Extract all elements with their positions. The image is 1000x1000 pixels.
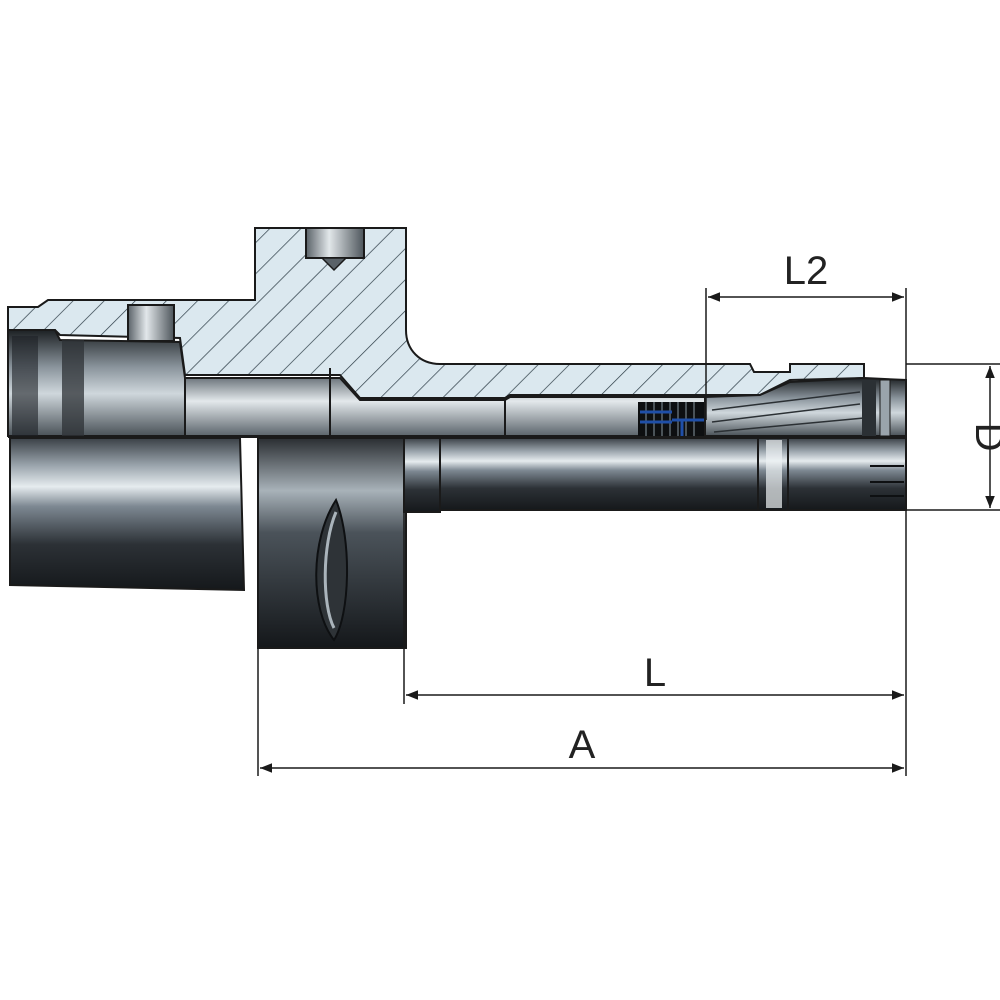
label-a: A bbox=[569, 723, 596, 767]
label-d: D bbox=[967, 423, 1000, 452]
extension-shank bbox=[439, 437, 759, 511]
drive-slot bbox=[315, 497, 349, 642]
dimension-a: A bbox=[257, 648, 904, 776]
label-l: L bbox=[644, 651, 666, 695]
dimension-l: L bbox=[403, 512, 904, 704]
taper-shank bbox=[9, 437, 246, 592]
section-view bbox=[7, 227, 907, 437]
dimension-d: D bbox=[906, 363, 1000, 511]
label-l2: L2 bbox=[784, 249, 829, 293]
set-screw bbox=[638, 402, 706, 436]
dimension-l2: L2 bbox=[705, 249, 907, 776]
collet-nose bbox=[787, 437, 907, 511]
top-screw bbox=[305, 227, 365, 259]
side-screw bbox=[127, 304, 175, 342]
neck-collar bbox=[403, 437, 441, 513]
sectioned-body bbox=[7, 227, 865, 399]
external-view bbox=[9, 437, 907, 649]
